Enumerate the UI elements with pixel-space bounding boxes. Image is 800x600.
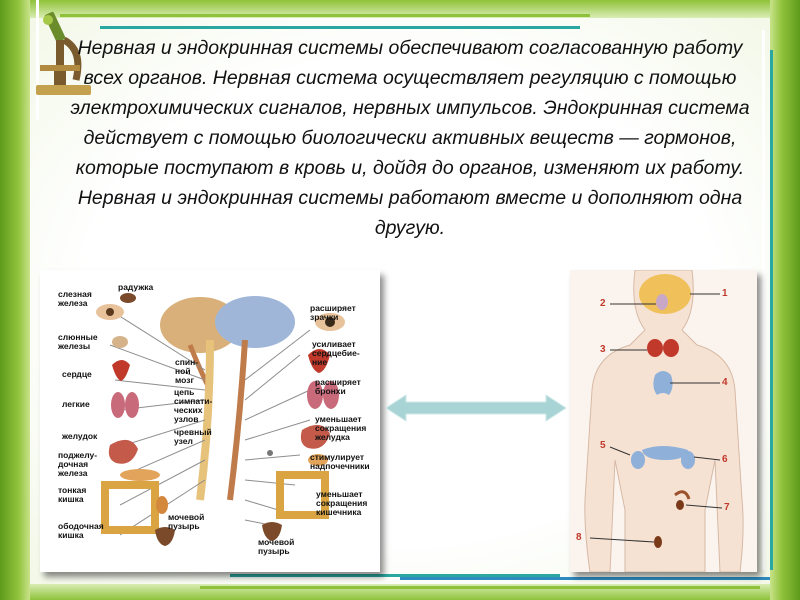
top-deco-line-teal (100, 26, 580, 29)
endocrine-number-7: 7 (724, 502, 730, 513)
endocrine-number-1: 1 (722, 288, 728, 299)
endocrine-number-6: 6 (722, 454, 728, 465)
label-stomach: желудок (62, 432, 97, 441)
left-green-band (0, 0, 30, 600)
bottom-deco-line-green (200, 586, 760, 589)
endocrine-number-5: 5 (600, 440, 606, 451)
label-salivary-glands: слюнные железы (58, 333, 100, 351)
label-increases-heartbeat: усиливает сердцебие-ние (312, 340, 370, 367)
label-sympathetic-chain: цепь симпати-ческих узлов (174, 388, 216, 424)
endocrine-number-2: 2 (600, 298, 606, 309)
label-spinal-cord: спин-ной мозг (175, 358, 209, 385)
label-colon: ободочная кишка (58, 522, 104, 540)
label-pancreas: поджелу-дочная железа (58, 451, 102, 478)
endocrine-body-illustration (570, 270, 757, 572)
bottom-deco-line-blue (400, 577, 770, 580)
endocrine-number-3: 3 (600, 344, 606, 355)
label-dilates-bronchi: расширяет бронхи (315, 378, 370, 396)
label-iris: радужка (118, 283, 153, 292)
label-bladder-left: мочевой пузырь (168, 513, 214, 531)
right-deco-vline-2 (770, 50, 773, 570)
top-deco-line-green (60, 14, 590, 17)
label-celiac-ganglion: чревный узел (174, 428, 218, 446)
endocrine-number-8: 8 (576, 532, 582, 543)
right-green-band (770, 0, 800, 600)
endocrine-number-4: 4 (722, 377, 728, 388)
label-small-intestine: тонкая кишка (58, 486, 98, 504)
label-bladder-right: мочевой пузырь (258, 538, 304, 556)
label-dilates-pupils: расширяет зрачки (310, 304, 370, 322)
endocrine-system-diagram: 1 2 3 4 5 6 7 8 (570, 270, 757, 572)
label-reduces-intestine: уменьшает сокращения кишечника (316, 490, 374, 517)
main-text: Нервная и эндокринная системы обеспечива… (70, 33, 750, 243)
label-stimulates-adrenals: стимулирует надпочечники (310, 453, 374, 471)
label-heart: сердце (62, 370, 92, 379)
label-reduces-stomach: уменьшает сокращения желудка (315, 415, 375, 442)
right-deco-vline-1 (762, 30, 765, 570)
label-lacrimal-gland: слезная железа (58, 290, 98, 308)
nervous-system-diagram: слезная железа радужка слюнные железы се… (40, 270, 380, 572)
label-lungs: легкие (62, 400, 90, 409)
double-arrow-icon (386, 393, 566, 423)
